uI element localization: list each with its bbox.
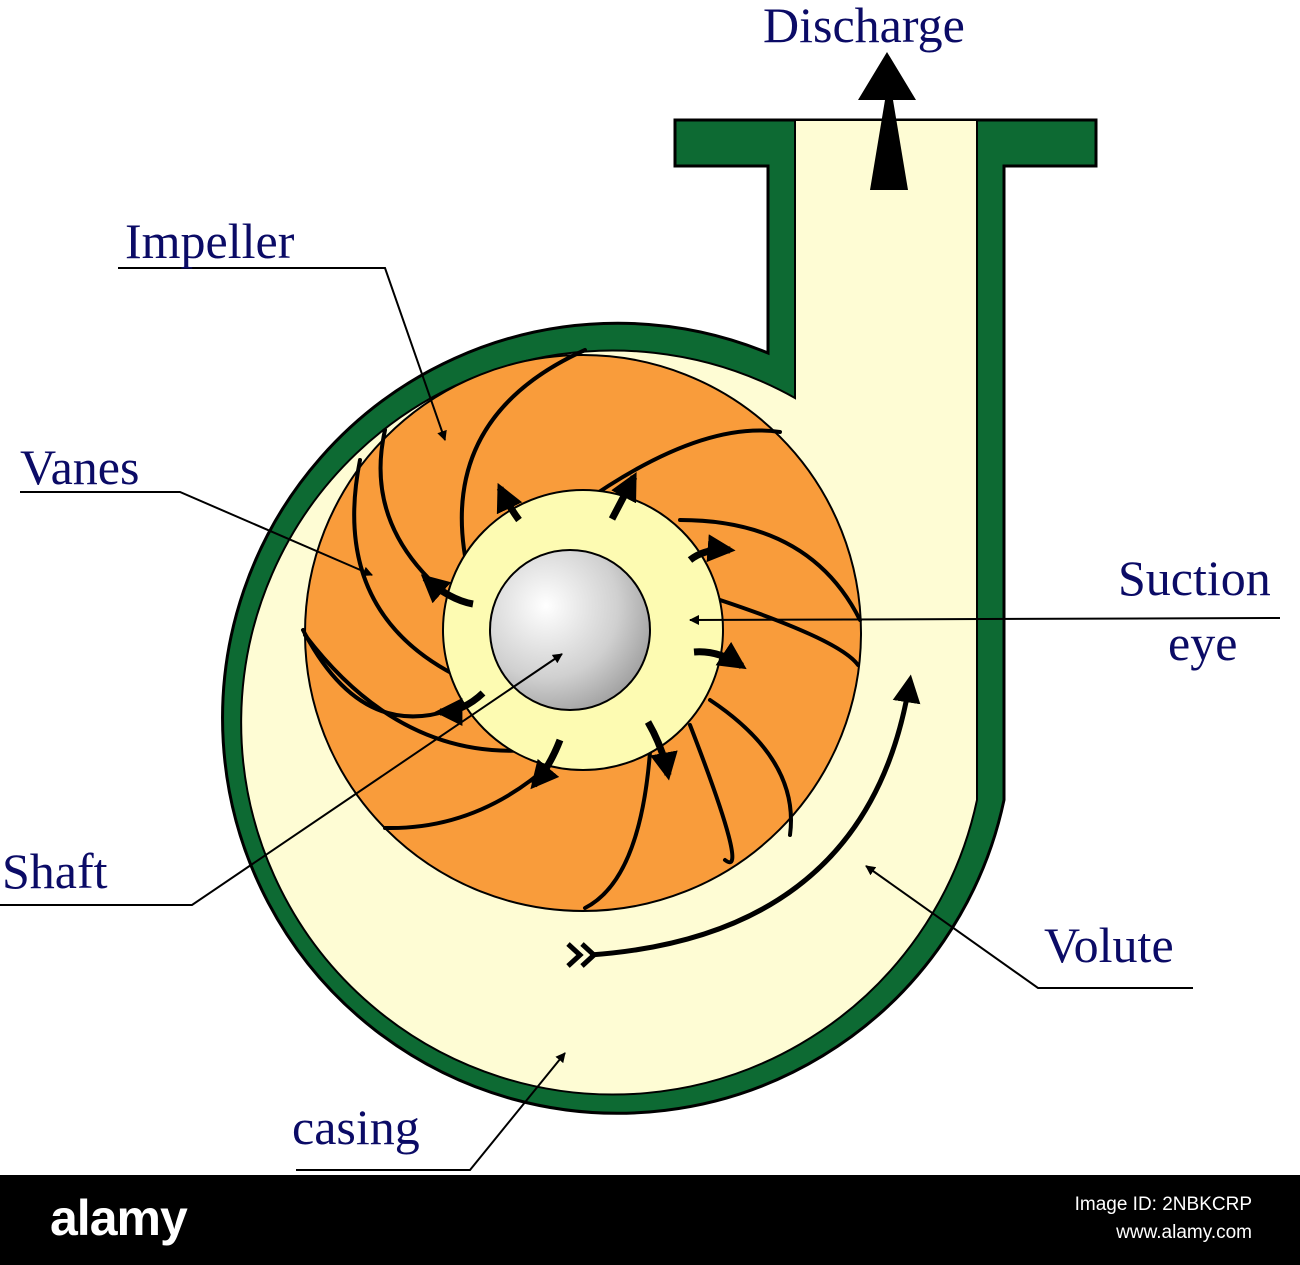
casing-leader [296, 1052, 566, 1171]
suction-leader [689, 614, 1281, 625]
volute-flow-tail [566, 942, 598, 968]
label-casing: casing [292, 1099, 420, 1155]
site-url-text: www.alamy.com [1116, 1222, 1252, 1243]
eye-flow-arrows [420, 472, 747, 790]
label-impeller: Impeller [125, 213, 295, 269]
shaft-leader [0, 653, 563, 906]
centrifugal-pump-diagram: Discharge Impeller Vanes Suction eye Sha… [0, 0, 1281, 1171]
impeller-vanes [301, 348, 862, 910]
volute-flow-arrow [589, 674, 921, 958]
vanes-leader [20, 491, 373, 577]
label-discharge: Discharge [763, 0, 965, 53]
label-vanes: Vanes [20, 439, 139, 495]
label-volute: Volute [1044, 917, 1174, 973]
label-eye: eye [1168, 615, 1237, 671]
image-id-text: Image ID: 2NBKCRP [1074, 1194, 1252, 1215]
label-suction: Suction [1118, 550, 1271, 606]
shaft [489, 549, 651, 711]
label-shaft: Shaft [2, 843, 108, 899]
alamy-logo: alamy [50, 1190, 188, 1246]
impeller-leader [118, 267, 447, 441]
watermark-footer: alamy Image ID: 2NBKCRP www.alamy.com [0, 1175, 1300, 1265]
volute-leader [865, 865, 1193, 989]
watermark-meta: Image ID: 2NBKCRP www.alamy.com [1075, 1191, 1252, 1247]
discharge-arrow [858, 52, 916, 190]
